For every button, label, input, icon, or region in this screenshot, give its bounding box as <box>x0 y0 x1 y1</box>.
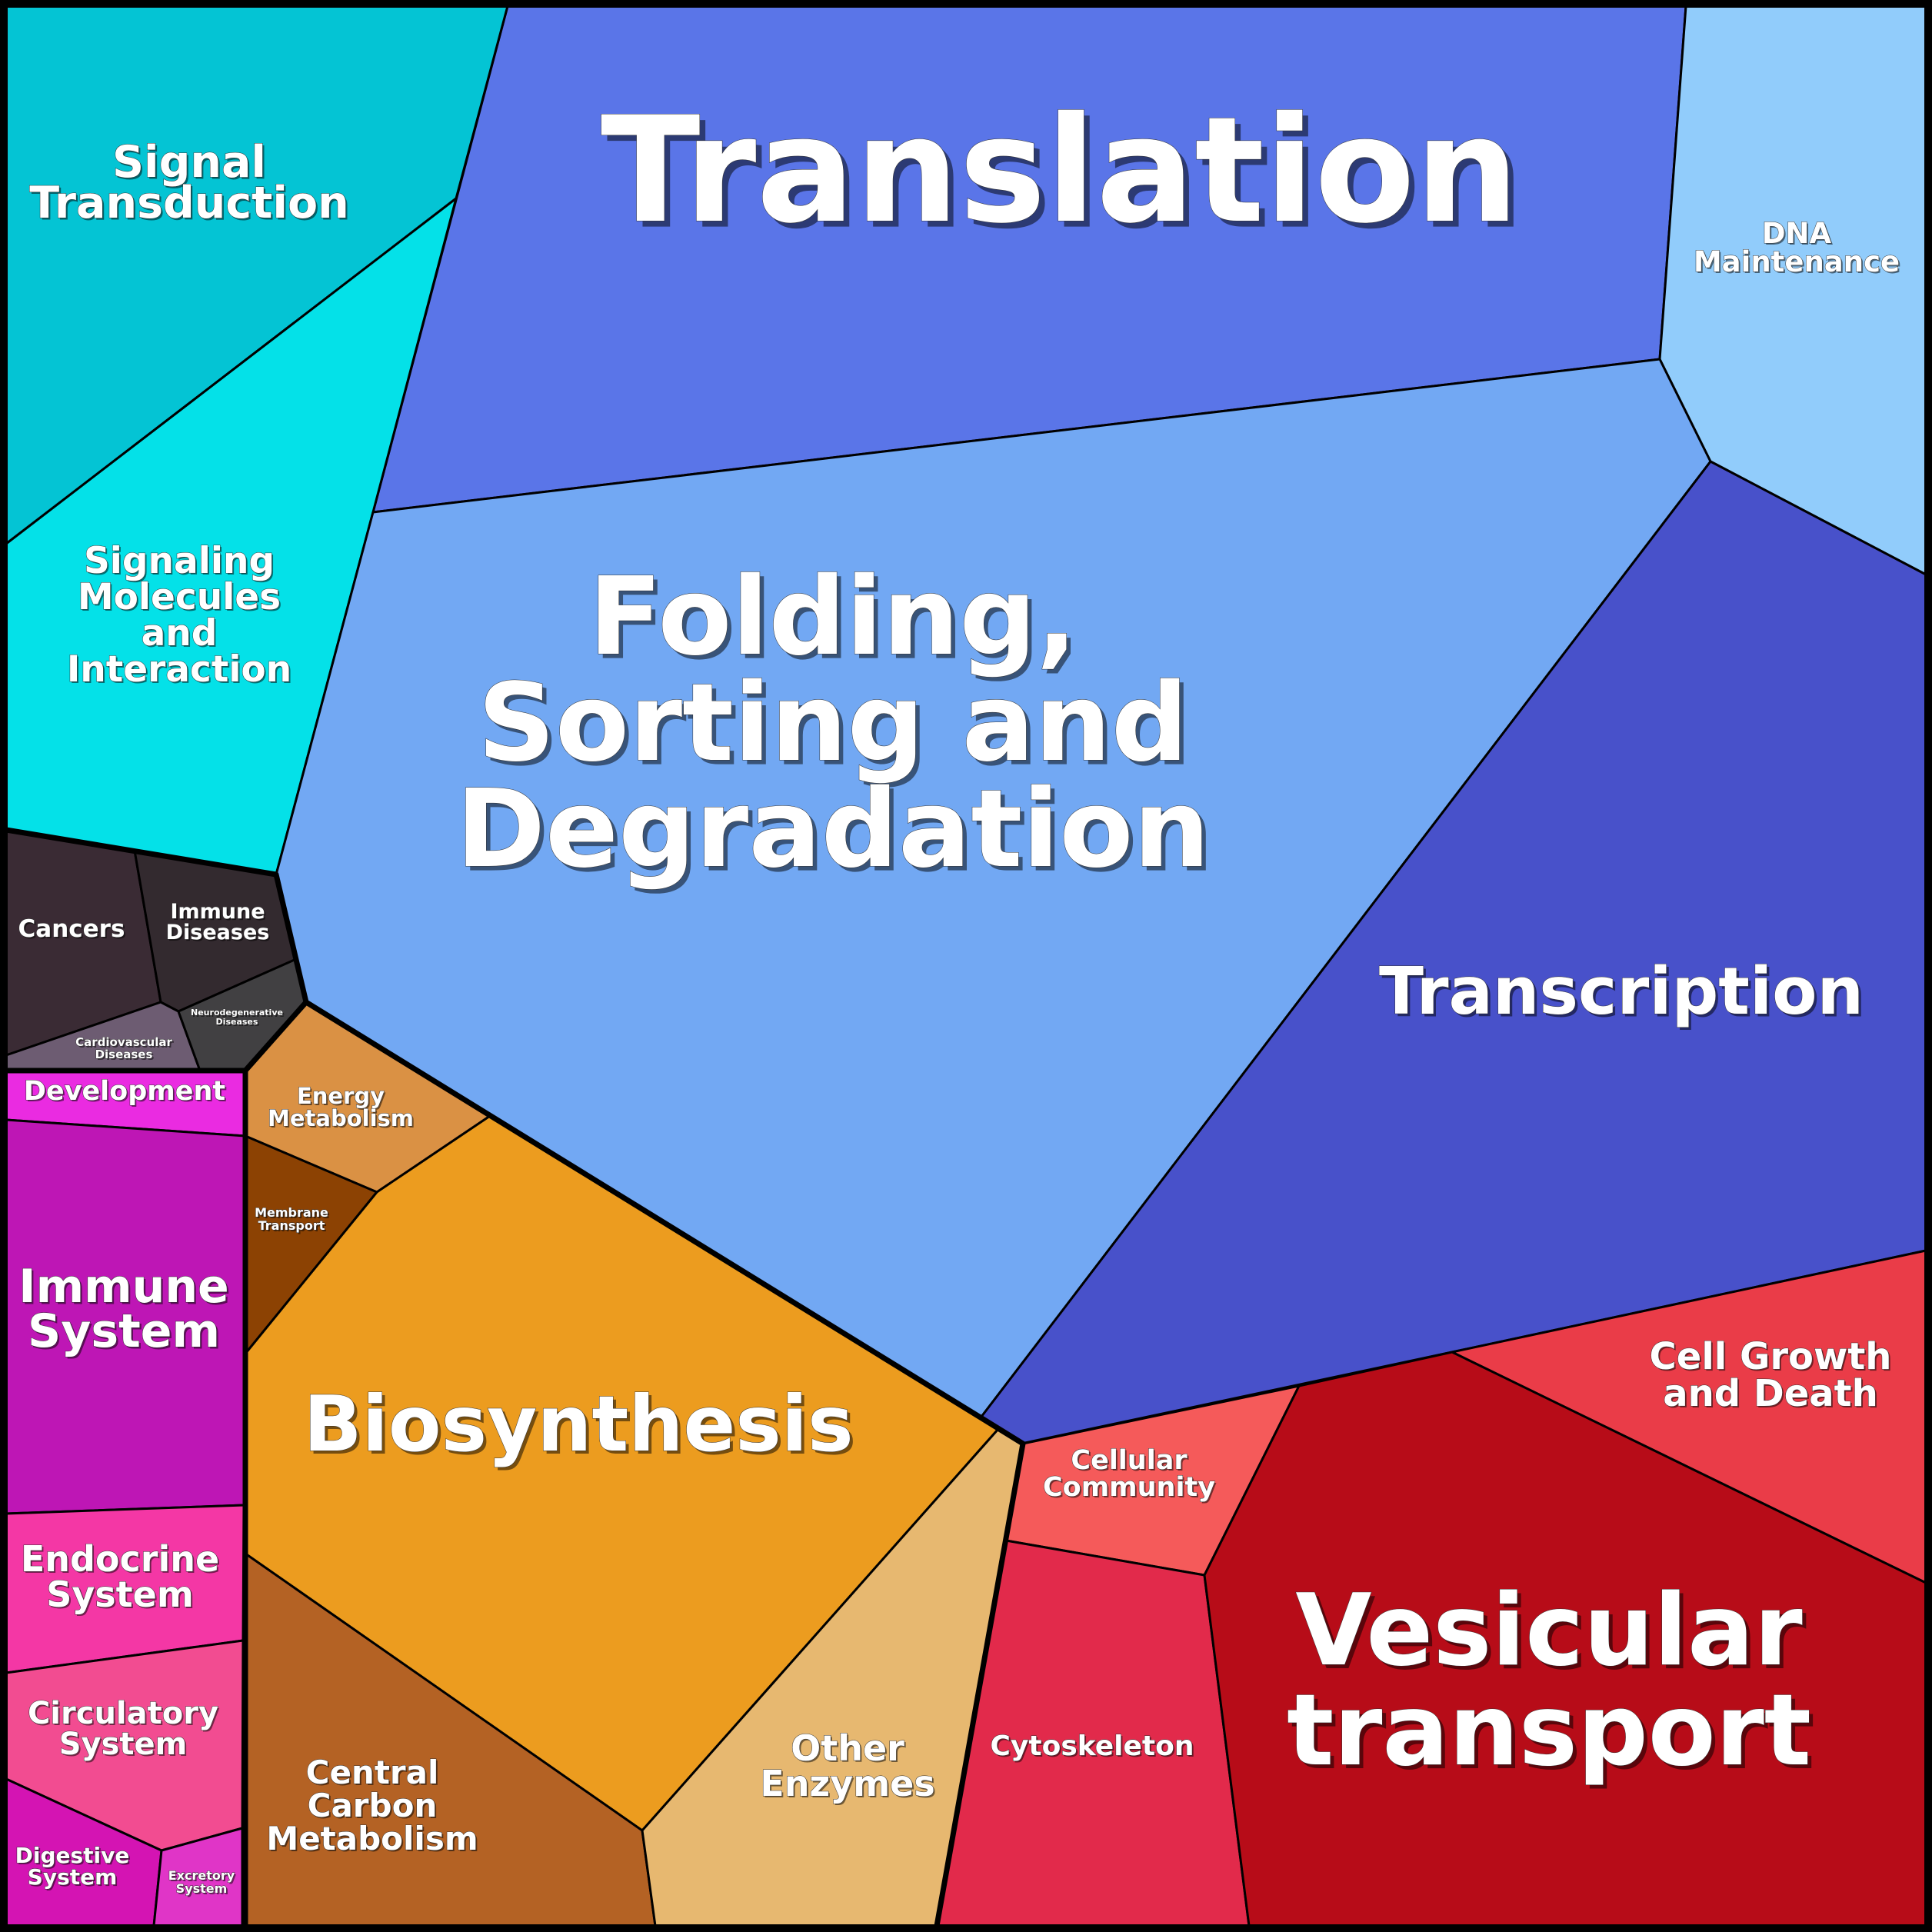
label-cardiovascular-diseases: Diseases <box>95 1048 153 1061</box>
label-shadow-signaling-molecules: Signaling <box>85 541 276 584</box>
label-transcription: Transcription <box>1379 954 1864 1030</box>
label-immune-diseases: Immune <box>170 900 265 924</box>
label-shadow-vesicular-transport: transport <box>1291 1677 1815 1792</box>
label-shadow-immune-diseases: Diseases <box>168 922 271 946</box>
label-cancers: Cancers <box>18 915 125 943</box>
label-shadow-signal-transduction: Signal <box>114 138 268 189</box>
label-vesicular-transport: Vesicular <box>1295 1574 1802 1688</box>
label-folding-sorting: Folding, <box>588 555 1077 680</box>
label-circulatory-system: System <box>59 1727 188 1762</box>
label-shadow-endocrine-system: System <box>48 1575 195 1617</box>
label-shadow-energy-metabolism: Energy <box>298 1084 386 1111</box>
label-central-carbon-metabolism: Central <box>306 1754 439 1791</box>
label-shadow-endocrine-system: Endocrine <box>22 1540 221 1581</box>
label-neurodegenerative-diseases: Neurodegenerative <box>191 1008 283 1018</box>
label-shadow-other-enzymes: Other <box>792 1729 906 1770</box>
label-cellular-community: Cellular <box>1071 1445 1188 1476</box>
label-shadow-biosynthesis: Biosynthesis <box>306 1382 856 1472</box>
label-shadow-cytoskeleton: Cytoskeleton <box>992 1732 1196 1764</box>
label-shadow-signaling-molecules: Molecules <box>79 578 282 620</box>
label-shadow-cancers: Cancers <box>20 917 127 944</box>
label-shadow-membrane-transport: Transport <box>260 1220 327 1234</box>
label-shadow-energy-metabolism: Metabolism <box>269 1107 415 1133</box>
label-shadow-neurodegenerative-diseases: Neurodegenerative <box>192 1009 285 1019</box>
label-shadow-circulatory-system: System <box>61 1728 189 1764</box>
label-dna-maintenance: DNA <box>1762 217 1832 250</box>
label-signaling-molecules: Signaling <box>84 540 275 582</box>
label-shadow-excretory-system: Excretory <box>170 1870 237 1884</box>
label-membrane-transport: Transport <box>258 1218 325 1233</box>
label-development: Development <box>24 1076 225 1107</box>
group-border <box>243 1000 308 1073</box>
label-signaling-molecules: and <box>142 612 218 655</box>
label-other-enzymes: Enzymes <box>760 1763 934 1804</box>
label-shadow-cell-growth-death: Cell Growth <box>1651 1337 1894 1380</box>
label-central-carbon-metabolism: Metabolism <box>266 1820 478 1857</box>
label-folding-sorting: Degradation <box>456 767 1210 892</box>
label-shadow-folding-sorting: Sorting and <box>482 665 1193 791</box>
label-shadow-cardiovascular-diseases: Cardiovascular <box>77 1037 174 1051</box>
label-neurodegenerative-diseases: Diseases <box>216 1017 258 1027</box>
label-shadow-cellular-community: Cellular <box>1072 1447 1189 1477</box>
label-dna-maintenance: Maintenance <box>1694 245 1900 278</box>
label-cellular-community: Community <box>1043 1472 1215 1503</box>
label-shadow-immune-system: Immune <box>21 1261 232 1315</box>
label-signaling-molecules: Interaction <box>67 648 291 691</box>
label-circulatory-system: Circulatory <box>28 1696 218 1731</box>
label-translation: Translation <box>601 85 1519 255</box>
label-shadow-development: Development <box>25 1078 227 1108</box>
label-central-carbon-metabolism: Carbon <box>308 1787 438 1824</box>
label-shadow-vesicular-transport: Vesicular <box>1299 1577 1806 1692</box>
label-shadow-membrane-transport: Membrane <box>256 1207 330 1221</box>
label-shadow-circulatory-system: Circulatory <box>29 1697 220 1733</box>
label-immune-system: System <box>28 1304 220 1358</box>
label-shadow-cell-growth-death: and Death <box>1664 1374 1880 1417</box>
label-signal-transduction: Transduction <box>29 178 348 228</box>
label-endocrine-system: System <box>46 1574 194 1615</box>
label-endocrine-system: Endocrine <box>21 1538 219 1580</box>
label-shadow-central-carbon-metabolism: Central <box>308 1755 441 1793</box>
label-shadow-cardiovascular-diseases: Diseases <box>97 1049 155 1063</box>
label-shadow-transcription: Transcription <box>1381 956 1866 1032</box>
label-shadow-translation: Translation <box>607 92 1525 261</box>
label-shadow-folding-sorting: Folding, <box>593 559 1081 685</box>
label-folding-sorting: Sorting and <box>478 661 1188 786</box>
label-shadow-folding-sorting: Degradation <box>460 771 1214 897</box>
label-signal-transduction: Signal <box>112 137 266 188</box>
label-biosynthesis: Biosynthesis <box>303 1379 853 1469</box>
label-excretory-system: System <box>176 1881 228 1896</box>
label-shadow-neurodegenerative-diseases: Diseases <box>218 1018 260 1028</box>
label-shadow-signal-transduction: Transduction <box>32 179 351 230</box>
label-energy-metabolism: Energy <box>297 1083 385 1109</box>
label-signaling-molecules: Molecules <box>78 576 281 618</box>
label-shadow-immune-system: System <box>29 1306 222 1360</box>
label-other-enzymes: Other <box>791 1727 904 1769</box>
label-cytoskeleton: Cytoskeleton <box>991 1730 1194 1762</box>
label-shadow-cellular-community: Community <box>1044 1474 1217 1504</box>
label-shadow-digestive-system: System <box>29 1866 119 1891</box>
label-shadow-immune-diseases: Immune <box>172 901 266 925</box>
label-shadow-signaling-molecules: and <box>143 614 219 656</box>
label-shadow-signaling-molecules: Interaction <box>68 650 293 692</box>
label-immune-diseases: Diseases <box>166 921 270 944</box>
label-membrane-transport: Membrane <box>255 1205 328 1220</box>
label-energy-metabolism: Metabolism <box>268 1105 414 1131</box>
label-shadow-excretory-system: System <box>178 1883 229 1897</box>
label-shadow-dna-maintenance: Maintenance <box>1695 247 1901 280</box>
label-cell-growth-death: Cell Growth <box>1650 1335 1892 1378</box>
label-vesicular-transport: transport <box>1287 1674 1811 1788</box>
label-shadow-central-carbon-metabolism: Carbon <box>309 1788 439 1826</box>
label-digestive-system: Digestive <box>15 1843 130 1868</box>
label-immune-system: Immune <box>18 1260 229 1314</box>
label-shadow-other-enzymes: Enzymes <box>761 1764 936 1806</box>
label-shadow-dna-maintenance: DNA <box>1764 218 1834 251</box>
label-digestive-system: System <box>28 1864 118 1890</box>
label-cell-growth-death: and Death <box>1663 1372 1878 1415</box>
label-shadow-digestive-system: Digestive <box>17 1844 132 1870</box>
label-cardiovascular-diseases: Cardiovascular <box>75 1035 172 1049</box>
label-excretory-system: Excretory <box>168 1868 235 1883</box>
label-shadow-central-carbon-metabolism: Metabolism <box>268 1821 479 1859</box>
